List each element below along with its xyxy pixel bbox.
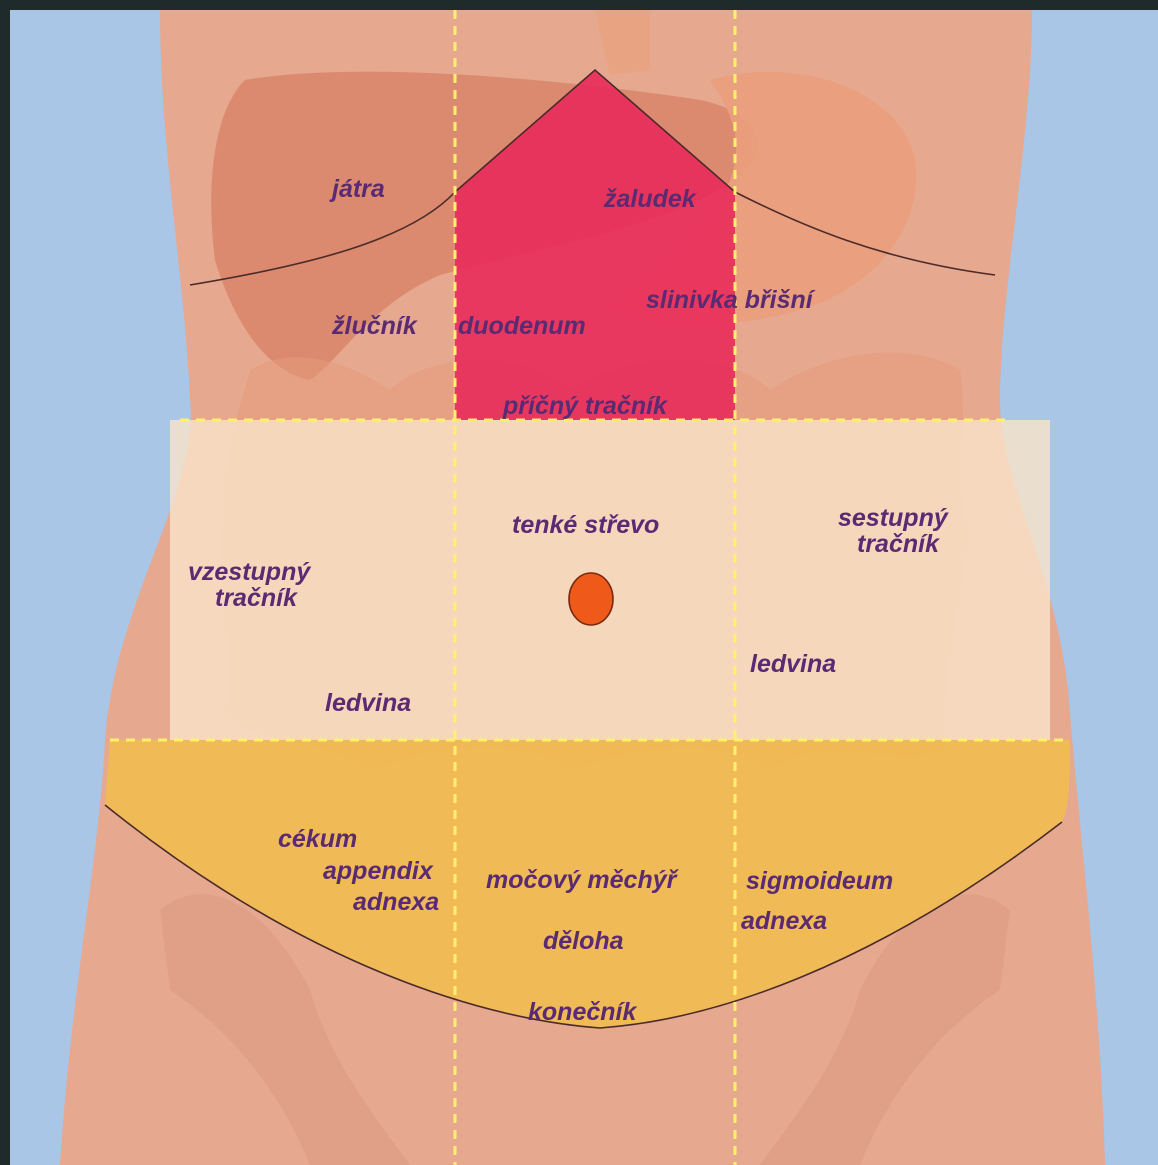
label-mocovy-mechyr: močový měchýř: [486, 866, 680, 894]
label-zlucnik: žlučník: [331, 312, 418, 340]
label-sigmoideum: sigmoideum: [746, 867, 893, 895]
label-ledvina-right: ledvina: [750, 650, 836, 678]
label-duodenum: duodenum: [458, 312, 586, 340]
label-pricny-tracnik: příčný tračník: [502, 392, 668, 420]
label-tenke-strevo: tenké střevo: [512, 511, 659, 539]
label-cekum: cékum: [278, 825, 357, 853]
label-adnexa-left: adnexa: [741, 907, 827, 935]
label-ledvina-left: ledvina: [325, 689, 411, 717]
label-slinivka: slinivka břišní: [646, 286, 816, 314]
label-jatra: játra: [329, 175, 385, 203]
label-vzestupny-tracnik: tračník: [215, 584, 298, 612]
label-sestupny-tracnik: tračník: [857, 530, 940, 558]
navel-marker: [569, 573, 613, 625]
label-sestupny: sestupný: [838, 504, 949, 532]
label-adnexa-right: adnexa: [353, 888, 439, 916]
label-zaludek: žaludek: [603, 185, 697, 213]
diagram-frame: játra žaludek žlučník duodenum slinivka …: [10, 10, 1158, 1165]
label-konecnik: konečník: [528, 998, 637, 1026]
label-vzestupny: vzestupný: [188, 558, 311, 586]
label-appendix: appendix: [323, 857, 434, 885]
abdominal-regions-diagram: játra žaludek žlučník duodenum slinivka …: [10, 10, 1158, 1165]
label-deloha: děloha: [543, 927, 624, 955]
